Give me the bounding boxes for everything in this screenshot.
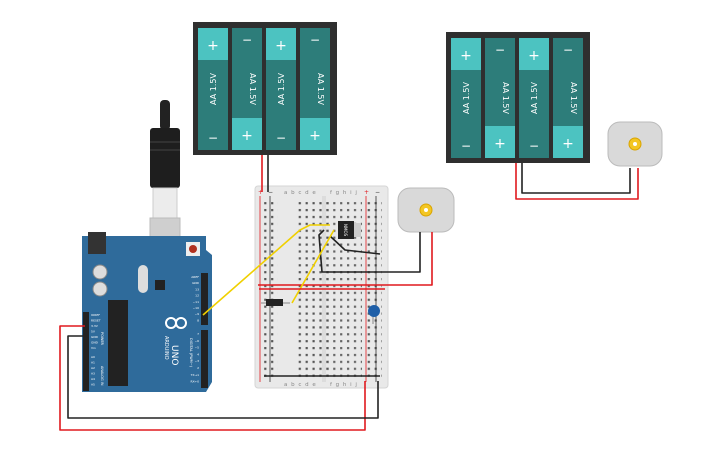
power-pin-label: RESET [91,319,101,323]
power-pin-label: 5V [91,330,96,334]
arduino-uno[interactable]: ARDUINO UNO DIGITAL (PWM~) POWER ANALOG … [82,232,212,392]
wire-yellow-signal[interactable] [202,224,330,316]
digital-pin-label: ~10 [193,306,199,310]
plus-terminal-label: + [309,128,321,144]
power-pin-label: Vin [91,346,96,350]
digital-pin-label: ~6 [195,339,200,343]
battery-cell: + − AA 1.5V [198,28,228,150]
transistor-label: NMOS [343,224,348,237]
column-labels-left: a b c d e [284,190,317,196]
plus-terminal-label: + [241,128,253,144]
plus-terminal-label: + [460,48,472,64]
cell-label: AA 1.5V [569,82,578,114]
rail-plus-label: + [258,189,263,196]
power-pin-label: 3.3V [91,324,99,328]
digital-pin-label: 13 [195,287,199,291]
plus-terminal-label: + [562,136,574,152]
digital-pin-label: 8 [197,318,199,322]
battery-cell: + − AA 1.5V [300,28,330,150]
battery-pack-2[interactable]: + − AA 1.5V + − AA 1.5V + − AA 1.5V + − AA 1.5V [446,32,590,163]
analog-pin-label: A0 [91,355,95,359]
digital-pin-label: 4 [197,352,199,356]
digital-pin-label: RX←0 [190,380,199,384]
transistor[interactable]: NMOS [338,221,361,239]
wire-black-motor1[interactable] [318,229,421,273]
dc-motor-1[interactable] [397,187,455,233]
reset-button[interactable] [189,245,197,253]
analog-pin-label: A5 [91,383,95,387]
usb-cable[interactable] [149,100,181,247]
wire-yellow-diode[interactable] [291,229,335,304]
cell-label: AA 1.5V [248,73,257,105]
minus-terminal-label: − [310,33,320,47]
rail-minus-label-right: − [375,189,380,196]
power-label: POWER [100,332,104,346]
digital-pin-label: GND [192,281,200,285]
minus-terminal-label: − [208,131,218,145]
dc-motor-2[interactable] [607,121,663,167]
analog-label: ANALOG IN [100,366,104,386]
minus-terminal-label: − [563,43,573,57]
arduino-model: UNO [169,345,179,365]
digital-pin-label: ~11 [193,300,199,304]
digital-pin-label: TX→1 [190,373,199,377]
plus-terminal-label: + [275,38,287,54]
minus-terminal-label: − [276,131,286,145]
digital-label: DIGITAL (PWM~) [189,338,193,368]
breadboard[interactable]: + − a b c d e f g h i j + − a b c d e f … [254,185,389,389]
minus-terminal-label: − [242,33,252,47]
digital-pin-label: ~3 [195,359,200,363]
wire-red-motor1[interactable] [258,232,433,286]
rail-plus-label-right: + [364,189,369,196]
wire-black-gnd[interactable] [67,335,379,419]
digital-pin-label: ~9 [195,312,200,316]
battery-cell: + − AA 1.5V [451,38,481,158]
minus-terminal-label: − [529,139,539,153]
battery-cell: + − AA 1.5V [519,38,549,158]
analog-pin-label: A3 [91,372,95,376]
battery-cell: + − AA 1.5V [485,38,515,158]
battery-pack-1[interactable]: + − AA 1.5V + − AA 1.5V + − AA 1.5V + − AA 1.5V [193,22,337,155]
minus-terminal-label: − [461,139,471,153]
wire-red-5v[interactable] [59,325,366,431]
plus-terminal-label: + [528,48,540,64]
cell-label: AA 1.5V [316,73,325,105]
cell-label: AA 1.5V [530,82,539,114]
digital-pin-label: ~5 [195,346,200,350]
analog-pin-label: A2 [91,366,95,370]
plus-terminal-label: + [494,136,506,152]
rail-minus-label: − [268,189,273,196]
cell-label: AA 1.5V [209,73,218,105]
analog-pin-label: A4 [91,377,95,381]
power-pin-label: GND [91,335,99,339]
digital-pin-label: AREF [191,275,199,279]
cell-label: AA 1.5V [277,73,286,105]
plus-terminal-label: + [207,38,219,54]
minus-terminal-label: − [495,43,505,57]
cell-label: AA 1.5V [462,82,471,114]
microcontroller-chip [108,300,128,386]
wire-black-transistor[interactable] [329,235,381,255]
battery-cell: + − AA 1.5V [232,28,262,150]
diode[interactable] [261,299,290,306]
digital-pin-label: 12 [195,294,199,298]
battery-cell: + − AA 1.5V [266,28,296,150]
analog-pin-label: A1 [91,361,95,365]
power-pin-label: GND [91,341,99,345]
column-labels-right: f g h i j [330,190,358,196]
wire-black-battery2[interactable] [521,163,631,194]
cell-label: AA 1.5V [501,82,510,114]
capacitor[interactable] [368,305,380,324]
column-labels-right-bottom: f g h i j [330,382,358,388]
wire-red-battery2[interactable] [515,163,639,200]
digital-pin-label: 7 [197,332,199,336]
power-pin-label: IOREF [91,313,100,317]
column-labels-left-bottom: a b c d e [284,382,317,388]
battery-cell: + − AA 1.5V [553,38,583,158]
digital-pin-label: 2 [197,366,199,370]
arduino-brand: ARDUINO [163,336,169,360]
